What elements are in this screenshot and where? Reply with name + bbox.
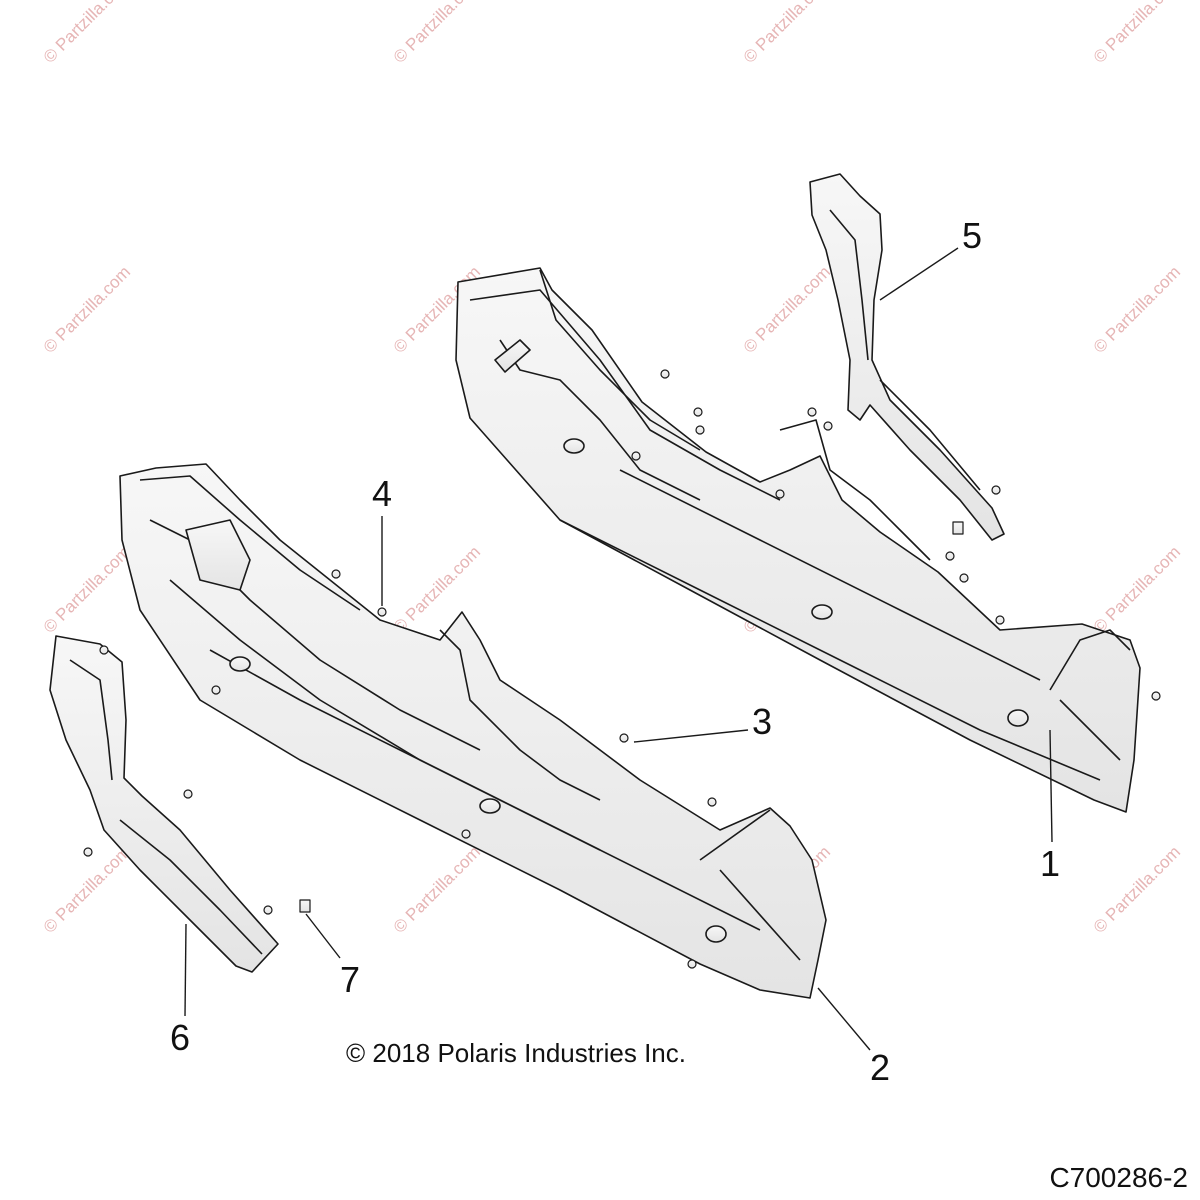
copyright-notice: © 2018 Polaris Industries Inc. — [346, 1038, 686, 1068]
callout-3: 3 — [752, 701, 773, 742]
fasteners — [83, 369, 1161, 969]
leader-line-1 — [1049, 729, 1053, 843]
leader-line-6 — [184, 923, 187, 1017]
part-6-lower-trim-left — [49, 635, 279, 973]
leader-line-5 — [879, 247, 959, 301]
callout-7: 7 — [340, 959, 361, 1000]
callout-2: 2 — [870, 1047, 891, 1088]
part-5-upper-trim-right — [809, 173, 1005, 541]
leader-line-2 — [817, 987, 871, 1051]
part-1-rocker-panel-right — [455, 267, 1141, 813]
leader-line-3 — [633, 729, 749, 743]
callout-1: 1 — [1040, 843, 1061, 884]
callout-6: 6 — [170, 1017, 191, 1058]
leader-line-7 — [305, 913, 341, 959]
callout-4: 4 — [372, 473, 393, 514]
part-2-rocker-panel-left — [119, 463, 827, 999]
callout-5: 5 — [962, 215, 983, 256]
figure-id: C700286-2 — [1049, 1162, 1188, 1193]
